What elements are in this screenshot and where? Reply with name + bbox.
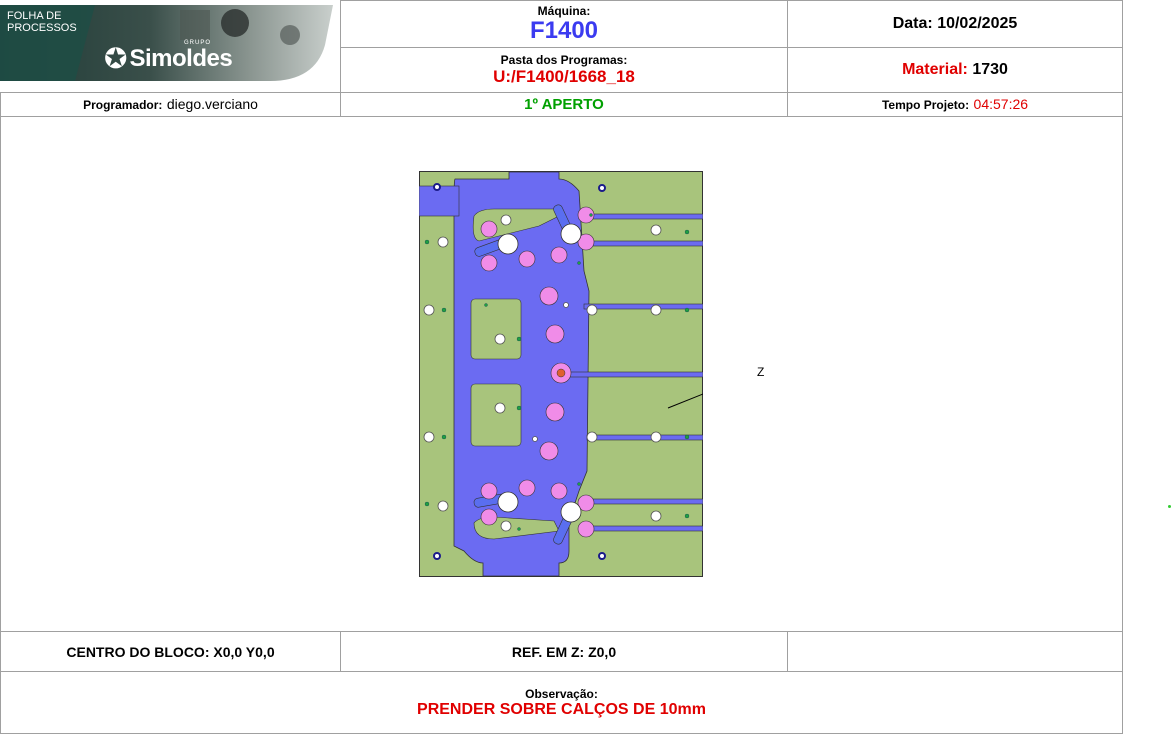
- block-center-cell: CENTRO DO BLOCO: X0,0 Y0,0: [0, 631, 341, 672]
- logo-brand: ✪ GRUPO Simoldes: [104, 40, 233, 74]
- observation-value: PRENDER SOBRE CALÇOS DE 10mm: [417, 700, 706, 718]
- project-time-value: 04:57:26: [973, 95, 1029, 112]
- z-reference-value: REF. EM Z: Z0,0: [511, 643, 617, 660]
- project-time-cell: Tempo Projeto: 04:57:26: [787, 92, 1123, 117]
- process-sheet: FOLHA DE PROCESSOS ✪ GRUPO Simoldes Máqu…: [0, 0, 1123, 734]
- machine-cell: Máquina: F1400: [340, 0, 788, 48]
- logo-folha-text: FOLHA DE PROCESSOS: [7, 10, 77, 34]
- programmer-value: diego.verciano: [166, 95, 258, 112]
- simoldes-logo: FOLHA DE PROCESSOS ✪ GRUPO Simoldes: [0, 0, 340, 92]
- pin-holes: [423, 214, 662, 532]
- empty-cell: [787, 631, 1123, 672]
- setup-cell: 1º APERTO: [340, 92, 788, 117]
- programs-folder-value: U:/F1400/1668_18: [493, 67, 635, 86]
- logo-photo-banner: [0, 5, 333, 81]
- stray-dot: [1168, 505, 1171, 508]
- marker-dots: [424, 213, 690, 531]
- machine-label: Máquina:: [537, 4, 591, 18]
- date-value: 10/02/2025: [937, 15, 1018, 32]
- observation-label: Observação:: [525, 686, 598, 701]
- plate-drawing: [419, 171, 703, 577]
- block-center-value: CENTRO DO BLOCO: X0,0 Y0,0: [66, 643, 275, 660]
- logo-folha-line1: FOLHA DE: [7, 10, 62, 22]
- z-axis-label: Z: [757, 365, 765, 379]
- project-time-label: Tempo Projeto:: [881, 97, 970, 112]
- logo-folha-line2: PROCESSOS: [7, 22, 77, 34]
- slots: [419, 185, 703, 532]
- date-label: Data:: [892, 15, 933, 32]
- machine-value: F1400: [529, 17, 599, 44]
- star-icon: ✪: [104, 43, 128, 74]
- corner-holes: [433, 183, 606, 560]
- programmer-label: Programador:: [83, 97, 163, 112]
- z-reference-cell: REF. EM Z: Z0,0: [340, 631, 788, 672]
- logo-brand-name: Simoldes: [129, 45, 233, 72]
- z-leader-line: [667, 393, 703, 409]
- material-value: 1730: [972, 61, 1008, 78]
- programs-folder-label: Pasta dos Programas:: [500, 53, 628, 67]
- observation-cell: Observação: PRENDER SOBRE CALÇOS DE 10mm: [0, 671, 1123, 734]
- material-label: Material:: [902, 61, 968, 78]
- center-hole: [556, 368, 566, 378]
- setup-value: 1º APERTO: [524, 96, 604, 113]
- clamp-bolts: [497, 223, 582, 523]
- programmer-cell: Programador: diego.verciano: [0, 92, 341, 117]
- material-cell: Material: 1730: [787, 47, 1123, 93]
- logo-brand-group: GRUPO: [184, 40, 212, 46]
- programs-folder-cell: Pasta dos Programas: U:/F1400/1668_18: [340, 47, 788, 93]
- date-cell: Data: 10/02/2025: [787, 0, 1123, 48]
